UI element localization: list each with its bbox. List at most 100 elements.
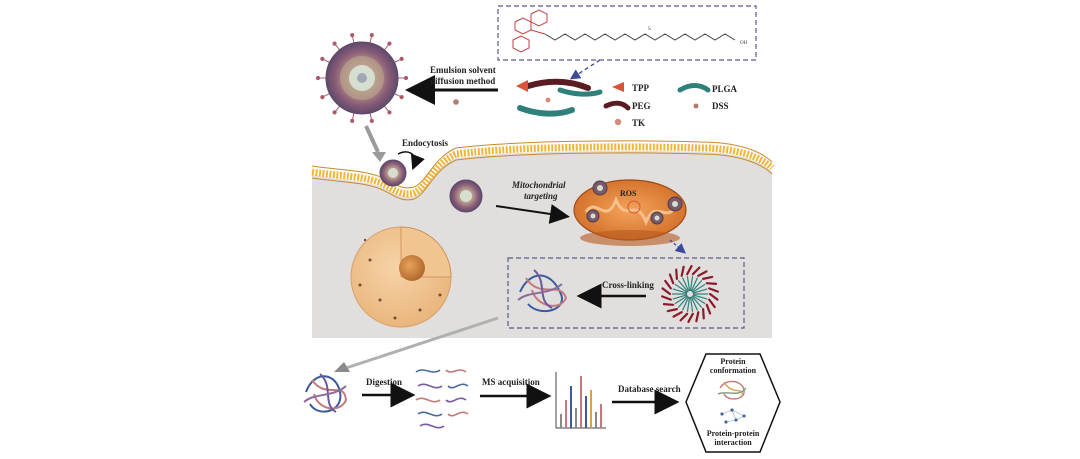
micelle-peg xyxy=(675,268,679,280)
micelle-peg xyxy=(705,303,712,315)
micelle-peg xyxy=(672,311,683,318)
micelle-strand xyxy=(691,280,703,293)
protein-network-icon xyxy=(517,269,568,313)
tk-dot xyxy=(545,97,551,103)
triangle-icon xyxy=(612,82,624,92)
gray-arrow-down xyxy=(364,125,380,153)
spike-tip xyxy=(320,94,325,100)
micelle-strand xyxy=(681,277,690,292)
endocytosis-label: Endocytosis xyxy=(402,138,449,148)
interaction-label-2: interaction xyxy=(714,438,752,447)
micelle-strand xyxy=(692,288,708,294)
mito-arrow xyxy=(495,204,570,224)
micelle-peg xyxy=(661,295,672,301)
micelle-strand xyxy=(692,295,706,305)
micelle-peg xyxy=(666,308,679,313)
legend: TPP PEG TK PLGA DSS xyxy=(603,82,738,128)
spike-tip xyxy=(399,94,404,100)
protein-structure-icon xyxy=(717,380,747,400)
spike-tip xyxy=(315,75,321,81)
ros-label: ROS xyxy=(620,189,637,198)
micelle-peg xyxy=(679,312,689,322)
spike-tip xyxy=(369,33,374,38)
micelle-peg xyxy=(668,273,675,285)
conformation-label-1: Protein xyxy=(720,357,746,366)
micelle-strand xyxy=(672,294,688,300)
micelle-peg xyxy=(697,270,708,277)
micelle-strand xyxy=(677,295,689,308)
spike-tip xyxy=(320,56,325,62)
mitochondrion xyxy=(573,179,687,246)
micelle-strand xyxy=(692,294,708,300)
gray-arrow-head xyxy=(372,152,386,162)
curved-bar-icon xyxy=(603,100,631,111)
spike-tip xyxy=(387,110,392,115)
micelle-peg xyxy=(705,282,718,285)
micelle-peg xyxy=(708,298,716,309)
curved-bar-icon xyxy=(677,83,711,93)
assembly-parts xyxy=(516,78,603,117)
micelle-peg xyxy=(664,279,672,290)
micelle-strand xyxy=(677,280,689,293)
nanoparticle-endocytosis xyxy=(379,159,407,187)
svg-text:OH: OH xyxy=(740,41,748,46)
ms-spectrum xyxy=(555,372,606,429)
spike-tip xyxy=(332,110,337,115)
gray-arrow-diagonal-head xyxy=(334,362,350,372)
micelle-peg xyxy=(695,311,700,323)
micelle-strand xyxy=(681,296,690,311)
blue-arrow-top xyxy=(569,59,601,80)
micelle-strand xyxy=(691,295,703,308)
micelle-strand xyxy=(674,283,688,293)
dss-dot xyxy=(453,99,459,105)
mito-label-2: targeting xyxy=(524,191,558,201)
chain xyxy=(544,33,736,41)
conformation-label-2: conformation xyxy=(710,366,757,375)
micelle-strand xyxy=(689,276,694,292)
plga-strand xyxy=(557,87,603,97)
micelle-strand xyxy=(692,283,706,293)
blue-arrow-mito xyxy=(669,239,686,254)
cell-membrane xyxy=(311,143,775,198)
micelle-peg xyxy=(708,292,719,301)
micelle-strand xyxy=(689,296,694,312)
micelle-peg xyxy=(686,264,693,276)
nucleus xyxy=(350,226,452,328)
micelle-peg xyxy=(691,266,701,276)
protein-complex xyxy=(303,373,348,413)
legend-label-tk: TK xyxy=(632,118,645,128)
micelle-peg xyxy=(701,308,705,320)
peptide-fragments xyxy=(415,369,469,429)
digestion-label: Digestion xyxy=(366,377,402,387)
micelle-strand xyxy=(690,277,699,292)
spike-tip xyxy=(350,118,355,123)
micelle-peg xyxy=(662,303,675,306)
micelle-strand xyxy=(672,288,688,294)
nanoparticle-large xyxy=(315,33,409,123)
legend-label-tpp: TPP xyxy=(632,83,650,93)
legend-label-peg: PEG xyxy=(632,101,651,111)
network-icon xyxy=(720,408,746,424)
micelle-strand xyxy=(674,295,688,305)
spike-tip xyxy=(350,33,355,38)
micelle-peg xyxy=(687,312,694,324)
endocytosis-curve-arrow xyxy=(397,151,425,171)
plga-strand-2 xyxy=(517,105,575,117)
interaction-label-1: Protein-protein xyxy=(707,429,760,438)
ms-label: MS acquisition xyxy=(482,377,540,387)
dot-icon xyxy=(614,118,622,126)
spike-tip xyxy=(369,118,374,123)
nanoparticle-cytoplasm xyxy=(449,179,483,213)
micelle-strand xyxy=(686,276,691,292)
micelle-strand xyxy=(686,296,691,312)
structure-box: S OH xyxy=(497,5,757,61)
micelle-peg xyxy=(680,265,685,277)
micelle-icon xyxy=(661,264,719,324)
legend-label-plga: PLGA xyxy=(712,84,738,94)
micelle-peg xyxy=(701,275,714,280)
legend-label-dss: DSS xyxy=(712,101,729,111)
peg-strand xyxy=(525,78,591,91)
micelle-strand xyxy=(690,296,699,311)
micelle-peg xyxy=(708,287,719,293)
